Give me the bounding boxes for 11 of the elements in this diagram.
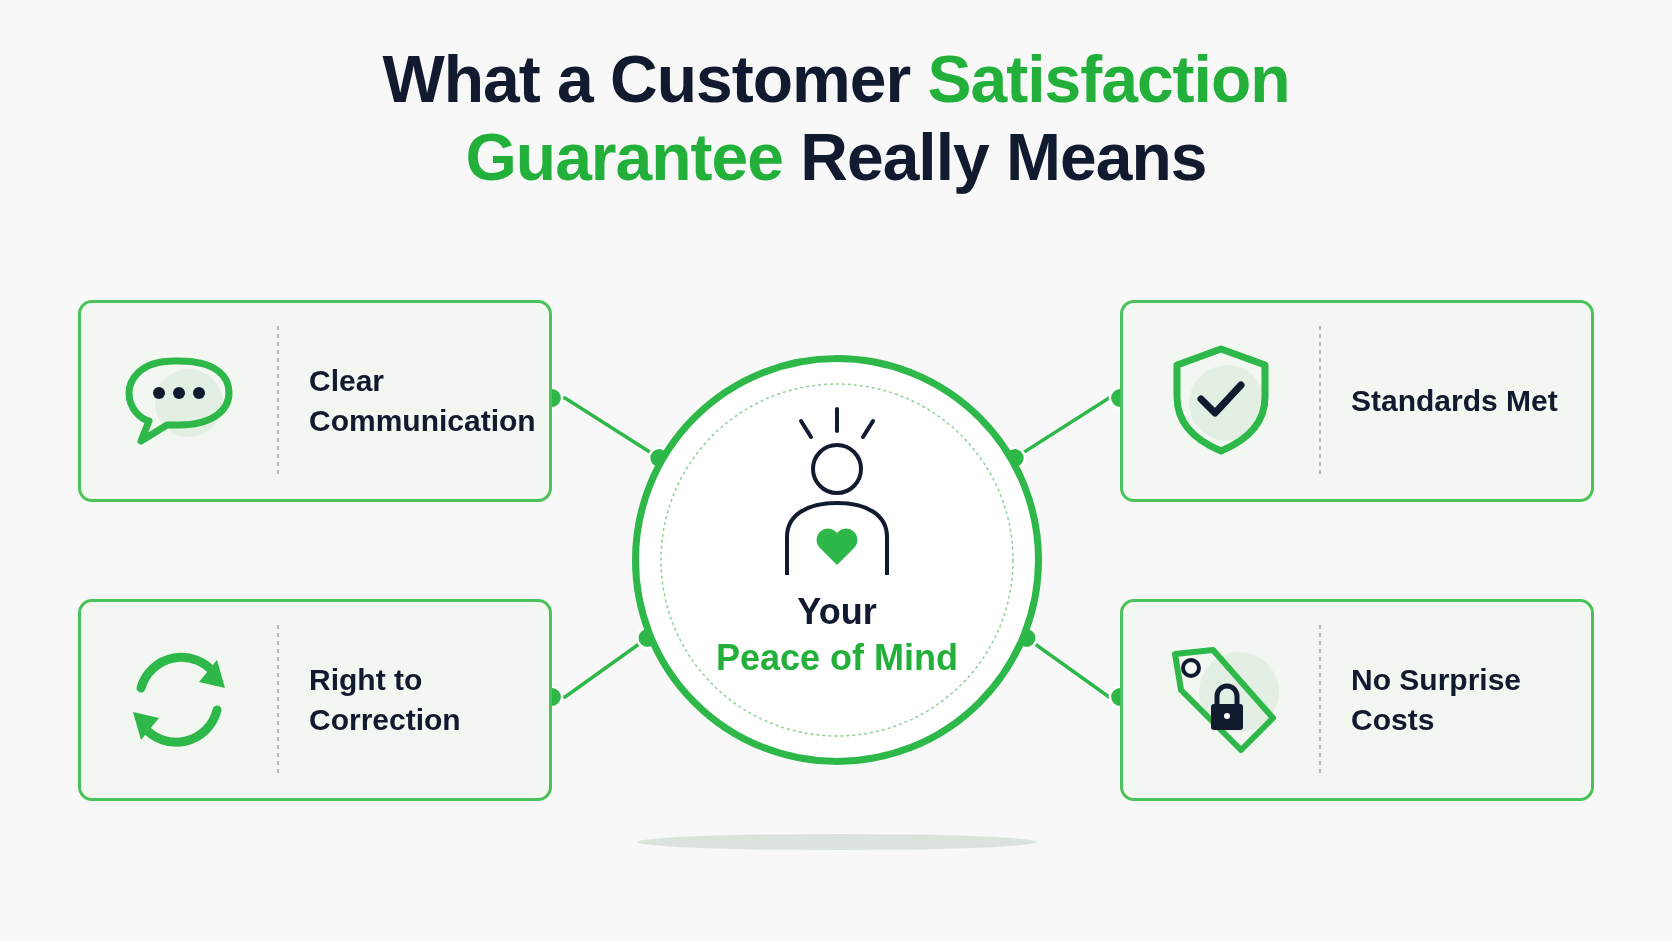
title: What a Customer Satisfaction Guarantee Really Means [381,41,1291,196]
card-label: No Surprise Costs [1351,662,1523,738]
center-subheading: Peace of Mind [714,636,960,680]
feature-card [78,300,552,502]
feature-card [1120,599,1594,801]
card-label: Right to Correction [309,662,462,738]
feature-card [1120,300,1594,502]
center-heading: Your [796,590,878,634]
feature-card [78,599,552,801]
card-label: Clear Communication [309,363,537,439]
card-label: Standards Met [1351,383,1558,419]
